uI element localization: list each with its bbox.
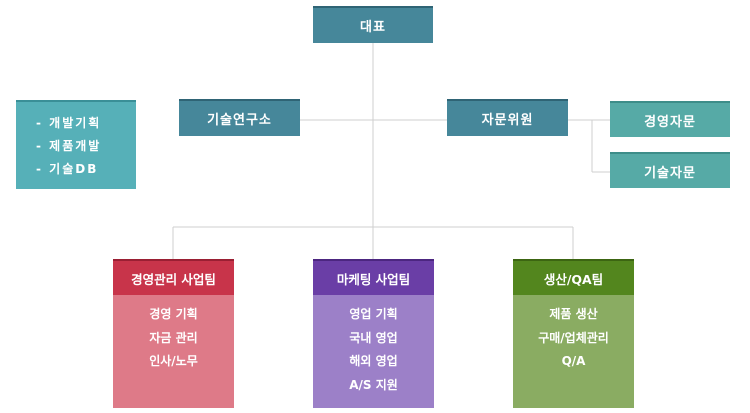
advisory-member-box: 기술자문 [610, 152, 730, 188]
ceo-box: 대표 [313, 6, 433, 43]
team-duties: 제품 생산 구매/업체관리 Q/A [513, 295, 634, 408]
advisory-member-label: 기술자문 [644, 165, 696, 181]
research-lab-duties: - 개발기획 - 제품개발 - 기술DB [16, 100, 136, 189]
advisory-member-box: 경영자문 [610, 101, 730, 137]
team-duty: 영업 기획 [349, 307, 398, 321]
team-duty: 자금 관리 [149, 330, 198, 345]
team-duty: 경영 기획 [149, 307, 198, 321]
team-title: 마케팅 사업팀 [313, 259, 434, 295]
team-title: 생산/QA팀 [513, 259, 634, 295]
team-duties: 경영 기획 자금 관리 인사/노무 [113, 295, 234, 408]
advisory-box: 자문위원 [447, 99, 568, 136]
team-duty: Q/A [561, 354, 586, 368]
team-duty: 제품 생산 [549, 307, 598, 321]
team-duties: 영업 기획 국내 영업 해외 영업 A/S 지원 [313, 295, 434, 408]
research-duty: - 제품개발 [36, 139, 102, 153]
team-box-marketing: 마케팅 사업팀 영업 기획 국내 영업 해외 영업 A/S 지원 [313, 259, 434, 408]
team-duty: 구매/업체관리 [538, 330, 609, 345]
research-lab-box: 기술연구소 [179, 99, 300, 136]
team-duty: 국내 영업 [349, 330, 398, 345]
advisory-label: 자문위원 [481, 113, 534, 128]
team-duty: A/S 지원 [349, 377, 398, 392]
advisory-member-label: 경영자문 [644, 114, 696, 130]
team-duty: 인사/노무 [149, 354, 198, 368]
research-duty: - 기술DB [36, 162, 99, 176]
ceo-label: 대표 [360, 20, 386, 35]
team-title: 경영관리 사업팀 [113, 259, 234, 295]
team-duty: 해외 영업 [349, 354, 398, 368]
team-box-management: 경영관리 사업팀 경영 기획 자금 관리 인사/노무 [113, 259, 234, 408]
research-duty: - 개발기획 [36, 116, 102, 130]
team-box-production: 생산/QA팀 제품 생산 구매/업체관리 Q/A [513, 259, 634, 408]
research-lab-label: 기술연구소 [207, 113, 272, 128]
